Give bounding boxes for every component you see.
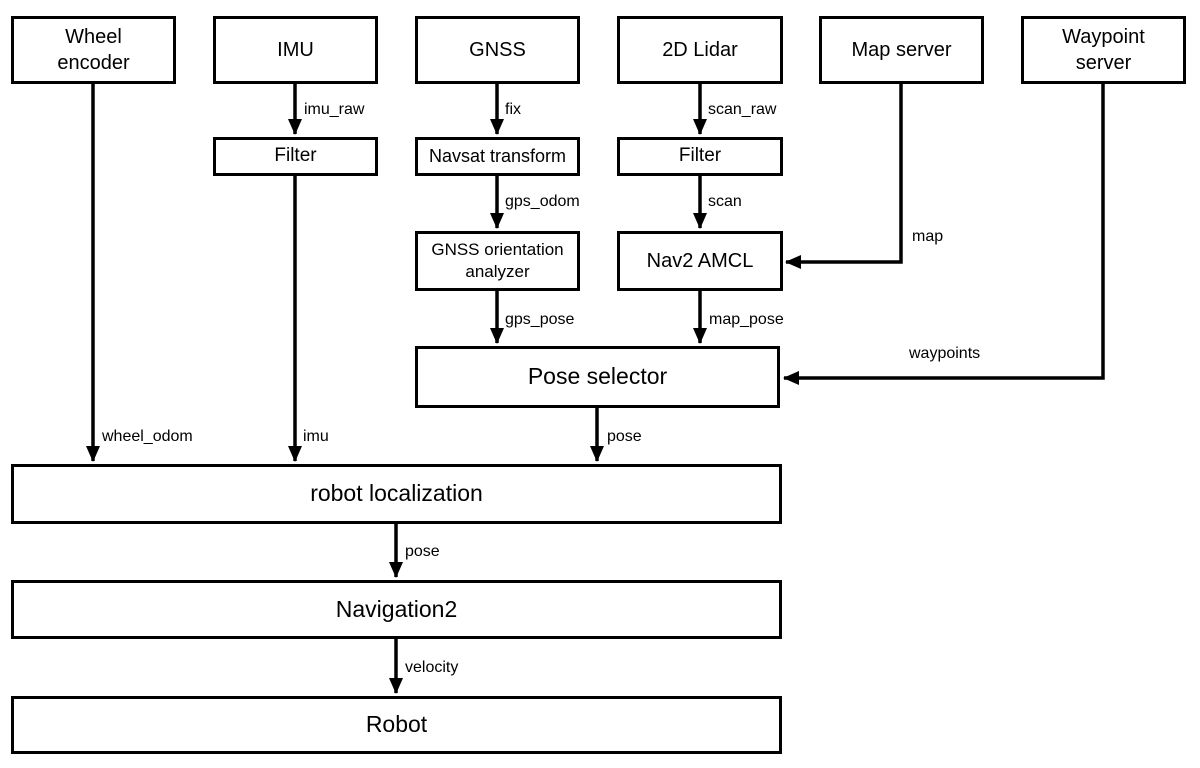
edge-waypoints (783, 84, 1105, 385)
edge-label-imu-raw: imu_raw (304, 101, 365, 118)
edge-label-waypoints: waypoints (909, 345, 981, 362)
edge-label-gps-odom: gps_odom (505, 193, 580, 210)
node-imu: IMU (213, 16, 378, 84)
edge-label-imu: imu (303, 428, 329, 445)
node-nav2-amcl: Nav2 AMCL (617, 231, 783, 291)
node-waypoint-server: Waypoint server (1021, 16, 1186, 84)
edge-label-fix: fix (505, 101, 521, 118)
node-navsat-transform: Navsat transform (415, 137, 580, 176)
node-pose-selector: Pose selector (415, 346, 780, 408)
node-scan-filter: Filter (617, 137, 783, 176)
edge-label-map: map (912, 228, 944, 245)
edge-label-scan-raw: scan_raw (708, 101, 777, 118)
node-map-server: Map server (819, 16, 984, 84)
node-robot: Robot (11, 696, 782, 754)
node-gnss-orientation-analyzer: GNSS orientation analyzer (415, 231, 580, 291)
node-robot-localization: robot localization (11, 464, 782, 524)
edge-label-scan: scan (708, 193, 742, 210)
edge-label-pose-localization: pose (405, 543, 440, 560)
edge-map (785, 84, 903, 269)
edge-label-map-pose: map_pose (709, 311, 784, 328)
node-wheel-encoder: Wheel encoder (11, 16, 176, 84)
edge-label-pose-selector: pose (607, 428, 642, 445)
edge-label-velocity: velocity (405, 659, 459, 676)
node-2d-lidar: 2D Lidar (617, 16, 783, 84)
edge-label-gps-pose: gps_pose (505, 311, 575, 328)
node-gnss: GNSS (415, 16, 580, 84)
node-navigation2: Navigation2 (11, 580, 782, 639)
edge-label-wheel-odom: wheel_odom (102, 428, 193, 445)
node-imu-filter: Filter (213, 137, 378, 176)
